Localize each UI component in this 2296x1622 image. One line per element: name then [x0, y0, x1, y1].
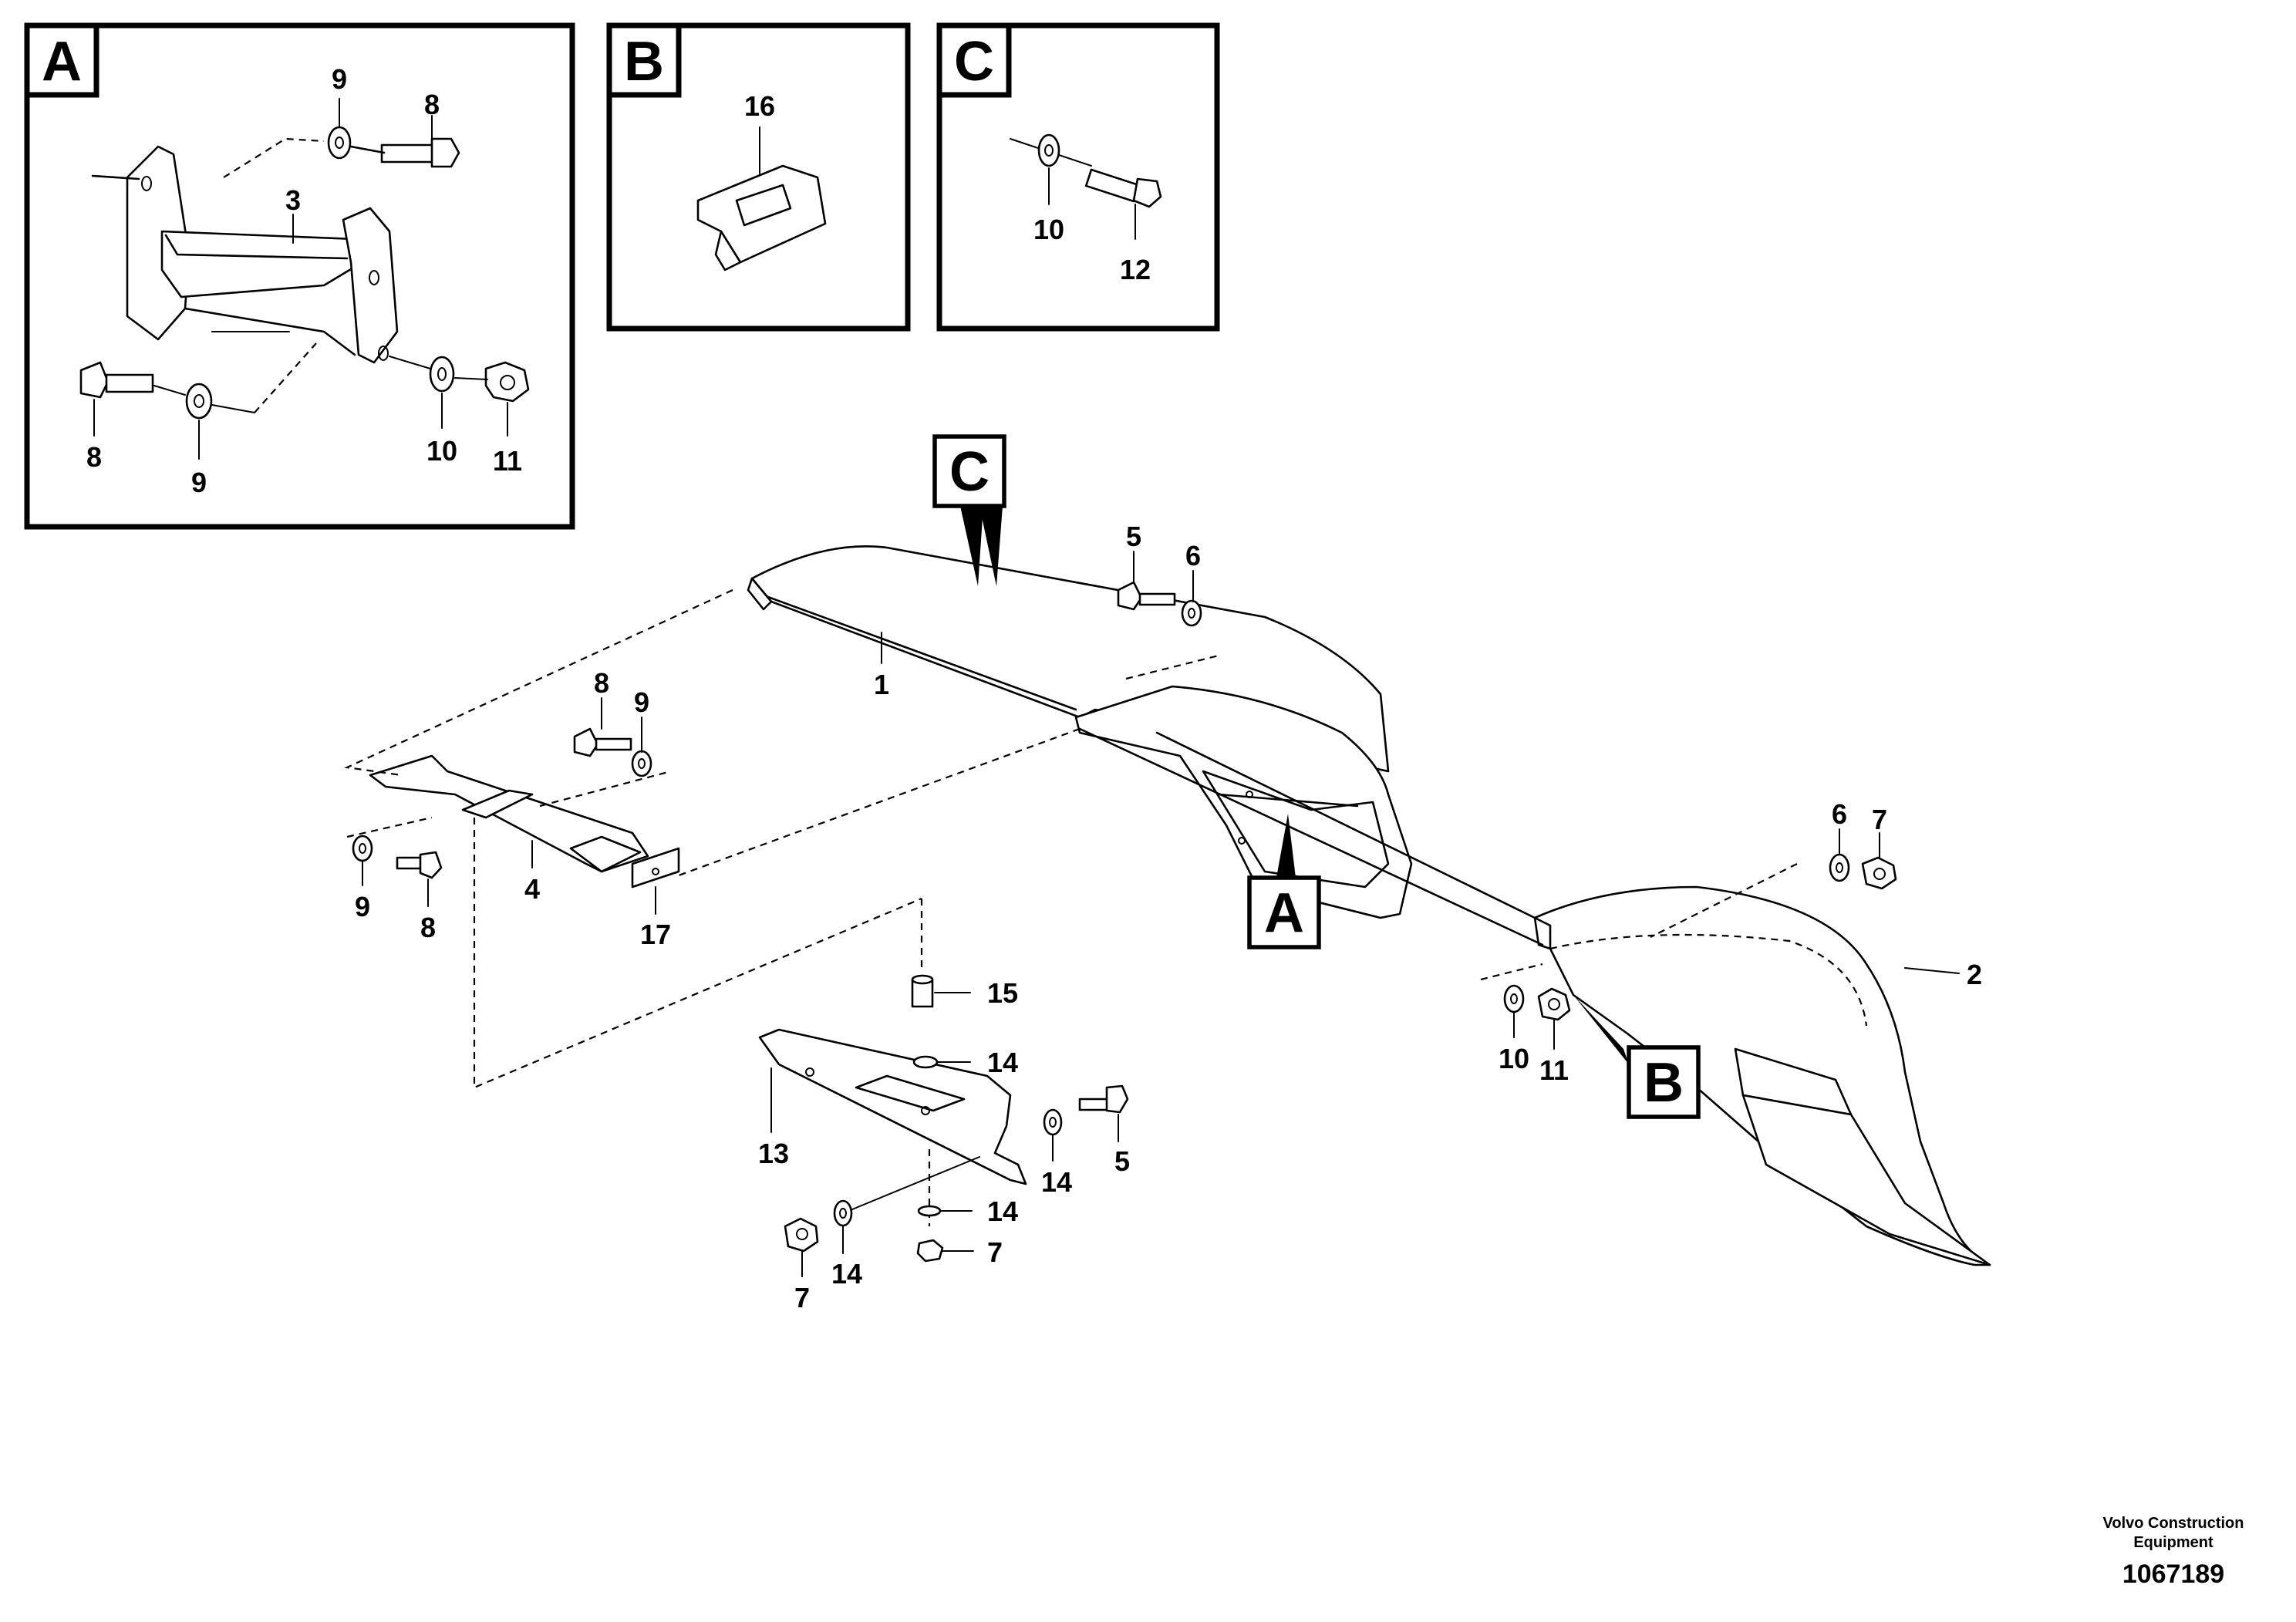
label-2: 2 [1967, 959, 1982, 990]
label-6-top: 6 [1185, 540, 1201, 572]
washer-14-b [1043, 1108, 1063, 1136]
washer-10 [429, 356, 455, 393]
washer-14-a [912, 1055, 939, 1069]
label-17: 17 [640, 919, 671, 950]
label-8-lower: 8 [420, 912, 436, 943]
washer-6-right [1829, 853, 1850, 882]
company-name-line1: Volvo Construction [2103, 1515, 2244, 1532]
detail-a-tag [24, 22, 99, 98]
label-14-d: 14 [831, 1258, 862, 1290]
spacer-15 [911, 974, 934, 1008]
washer-9-bottom [185, 383, 213, 420]
bolt-5-top [1117, 581, 1176, 611]
bracket-part-3 [126, 145, 399, 364]
label-14-c: 14 [987, 1195, 1018, 1227]
cross-member-part-4 [369, 754, 649, 873]
label-5-lower: 5 [1114, 1145, 1130, 1177]
label-1: 1 [874, 669, 889, 700]
label-6-right: 6 [1832, 798, 1847, 830]
label-7-right: 7 [1872, 804, 1887, 835]
bolt-8-upper [573, 727, 632, 757]
label-9-lower: 9 [355, 891, 370, 922]
label-14-b: 14 [1041, 1166, 1072, 1198]
nut-7-c [916, 1239, 944, 1263]
company-name-line2: Equipment [2133, 1534, 2213, 1551]
bolt-8-top [380, 137, 460, 168]
bolt-12-c [1084, 168, 1162, 208]
label-9-upper: 9 [634, 686, 649, 718]
washer-14-c [917, 1205, 942, 1217]
label-a-9-bottom: 9 [191, 467, 207, 498]
nut-7-right [1861, 856, 1897, 890]
washer-9-upper [631, 750, 652, 777]
detail-b-letter: B [624, 31, 664, 93]
detail-view-c: C 10 12 [936, 22, 1220, 332]
label-7-c: 7 [987, 1236, 1003, 1268]
detail-c-letter: C [954, 31, 994, 93]
callout-tag-a: A [1247, 814, 1321, 949]
bolt-8-lower [396, 851, 443, 879]
svg-text:C: C [949, 441, 990, 503]
washer-10-c [1037, 133, 1060, 167]
label-7-left: 7 [794, 1282, 810, 1313]
detail-c-tag [936, 22, 1012, 98]
washer-10-main [1503, 984, 1525, 1013]
label-a-9-top: 9 [332, 63, 347, 95]
washer-9-lower [352, 835, 373, 862]
svg-text:A: A [1264, 882, 1304, 944]
label-b-16: 16 [744, 90, 775, 122]
label-15: 15 [987, 977, 1018, 1009]
callout-tag-b: B [1573, 995, 1701, 1119]
label-a-3: 3 [285, 184, 301, 216]
svg-text:B: B [1644, 1052, 1684, 1114]
washer-9-top [327, 126, 352, 160]
label-5-top: 5 [1126, 521, 1141, 552]
label-c-10: 10 [1033, 214, 1064, 245]
clip-part-16 [696, 164, 827, 271]
nut-11-main [1537, 987, 1571, 1021]
bolt-8-bottom [79, 361, 154, 399]
detail-view-b: B 16 [606, 22, 911, 332]
label-13: 13 [758, 1138, 789, 1169]
label-11: 11 [1539, 1054, 1569, 1086]
bracket-part-13 [758, 1028, 1027, 1185]
callout-tag-c: C [932, 434, 1006, 586]
drawing-number: 1067189 [2122, 1560, 2224, 1589]
detail-b-tag [606, 22, 682, 98]
nut-11 [484, 361, 530, 403]
detail-a-letter: A [42, 31, 82, 93]
label-8-upper: 8 [594, 667, 609, 699]
plate-part-17 [631, 847, 680, 889]
label-a-8-bottom: 8 [86, 441, 102, 473]
washer-6-top [1181, 599, 1202, 627]
label-14-a: 14 [987, 1047, 1018, 1078]
footer: Volvo Construction Equipment 1067189 [2103, 1515, 2244, 1589]
detail-view-a: A [24, 22, 575, 530]
fender-part-2 [1533, 885, 1991, 1266]
label-c-12: 12 [1120, 254, 1151, 285]
nut-7-left [784, 1217, 819, 1253]
label-a-10: 10 [426, 435, 457, 467]
label-a-11: 11 [493, 445, 522, 477]
bolt-5-lower [1078, 1084, 1129, 1114]
label-10: 10 [1499, 1043, 1529, 1074]
washer-14-d [833, 1199, 853, 1227]
label-a-8-top: 8 [424, 89, 440, 120]
label-4: 4 [524, 873, 540, 905]
main-assembly: C A B [344, 434, 1991, 1313]
